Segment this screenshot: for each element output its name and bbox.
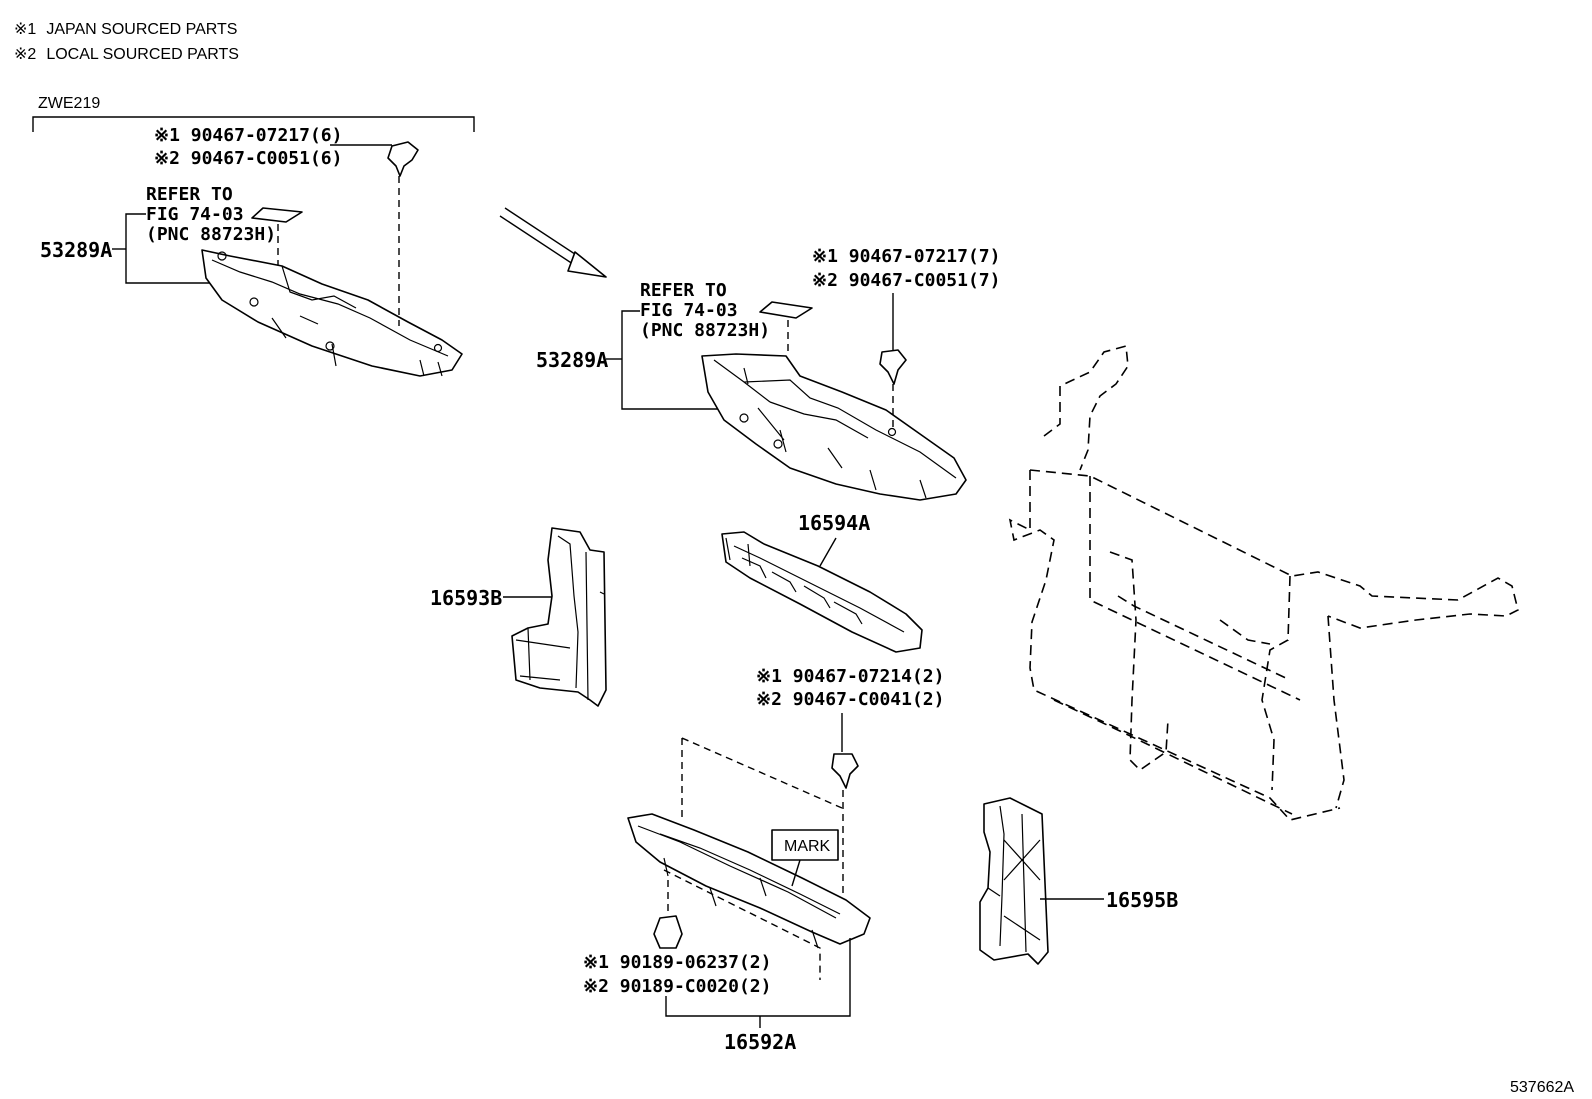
mark-box: [771, 829, 839, 861]
clip-icon-left: [387, 141, 419, 177]
callout-lower-clip-2: ※2 90189-C0020(2): [583, 976, 771, 997]
callout-left-clip-1: ※1 90467-07217(6): [154, 125, 342, 146]
cover-left-shape: [201, 249, 463, 377]
radiator-support-phantom: [1008, 344, 1519, 821]
callout-mid-clip-2: ※2 90467-C0041(2): [756, 689, 944, 710]
label-sticker-left: [251, 207, 303, 223]
callout-right-clip-2: ※2 90467-C0051(7): [812, 270, 1000, 291]
refer-right-2: FIG 74-03: [640, 300, 738, 321]
variant-label: ZWE219: [38, 95, 100, 112]
refer-left-2: FIG 74-03: [146, 204, 244, 225]
part-label-cover-left: 53289A: [40, 238, 112, 262]
refer-left-1: REFER TO: [146, 184, 233, 205]
cover-right-group: REFER TO FIG 74-03 (PNC 88723H) 53289A ※…: [536, 246, 1000, 501]
clip-icon-lower: [653, 915, 683, 949]
callout-lower-clip-1: ※1 90189-06237(2): [583, 952, 771, 973]
variant-bracket: [32, 116, 475, 132]
part-label-seal-side-right: 16595B: [1106, 888, 1178, 912]
cover-right-leader: [621, 310, 720, 410]
cover-left-group: REFER TO FIG 74-03 (PNC 88723H) 53289A ※…: [40, 125, 463, 377]
callout-left-clip-2: ※2 90467-C0051(6): [154, 148, 342, 169]
callout-mid-clip-1: ※1 90467-07214(2): [756, 666, 944, 687]
label-sticker-right: [759, 301, 813, 319]
direction-arrow: [499, 207, 607, 278]
refer-right-3: (PNC 88723H): [640, 320, 770, 341]
figure-id: 537662A: [1510, 1079, 1574, 1096]
cover-right-shape: [701, 353, 967, 501]
callout-right-clip-1: ※1 90467-07217(7): [812, 246, 1000, 267]
seal-upper-shape: [721, 531, 923, 653]
seal-side-left-group: 16593B: [430, 527, 607, 707]
mark-label: MARK: [784, 838, 831, 855]
refer-left-3: (PNC 88723H): [146, 224, 276, 245]
mid-clip-group: ※1 90467-07214(2) ※2 90467-C0041(2): [756, 666, 944, 914]
part-label-seal-lower: 16592A: [724, 1030, 796, 1054]
seal-lower-group: MARK ※1 90189-06237(2) ※2 90189-C0020(2)…: [583, 737, 871, 1054]
clip-icon-mid: [831, 753, 859, 789]
refer-right-1: REFER TO: [640, 280, 727, 301]
part-label-cover-right: 53289A: [536, 348, 608, 372]
part-label-seal-side-left: 16593B: [430, 586, 502, 610]
seal-lower-leader: [665, 938, 851, 1017]
seal-upper-group: 16594A: [721, 511, 923, 653]
seal-side-right-group: 16595B: [979, 797, 1178, 965]
seal-side-right-shape: [979, 797, 1049, 965]
part-label-seal-upper: 16594A: [798, 511, 870, 535]
seal-side-left-shape: [511, 527, 607, 707]
clip-icon-right: [879, 349, 907, 385]
